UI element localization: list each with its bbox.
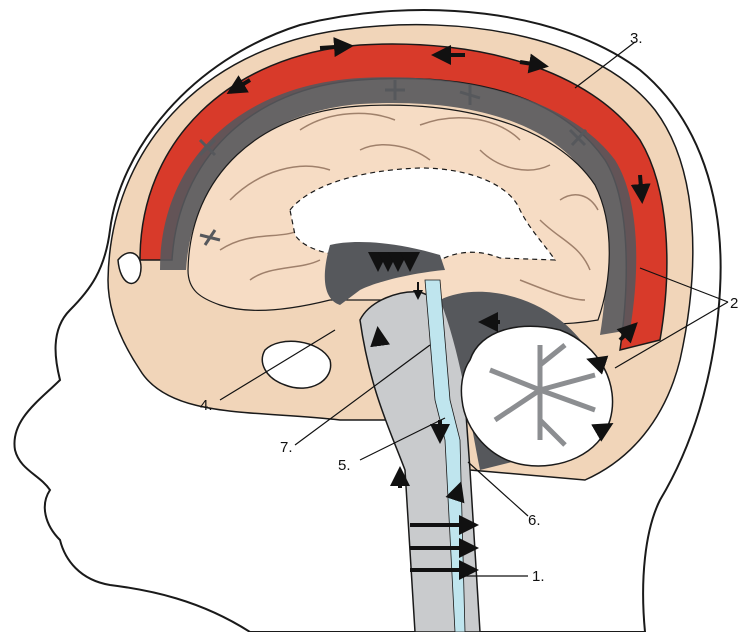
label-3: 3.: [630, 30, 643, 47]
label-4: 4.: [200, 397, 213, 414]
label-2: 2: [730, 295, 738, 312]
label-1: 1.: [532, 568, 545, 585]
label-7: 7.: [280, 439, 293, 456]
label-6: 6.: [528, 512, 541, 529]
label-5: 5.: [338, 457, 351, 474]
